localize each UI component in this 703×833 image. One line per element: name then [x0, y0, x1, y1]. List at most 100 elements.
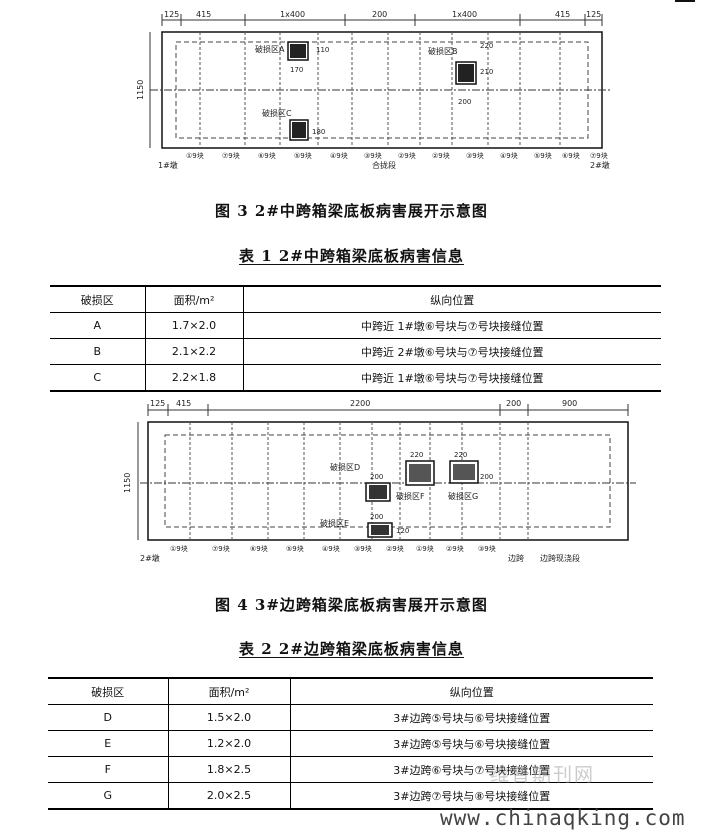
fig3-dim-5: 415: [555, 10, 570, 19]
fig4-dim-4: 900: [562, 399, 577, 408]
fig4-zone-dim-3: 200: [480, 473, 493, 481]
fig4-height: 1150: [123, 473, 132, 493]
fig3-seg-0: ①9块: [186, 151, 204, 160]
fig4-seg-8: ②9块: [446, 544, 464, 553]
fig3-seg-5: ③9块: [364, 151, 382, 160]
table1-header-zone: 破损区: [50, 285, 146, 313]
fig4-zone-e: 破损区E: [320, 518, 349, 528]
fig4-seg-9: ③9块: [478, 544, 496, 553]
table-row: G 2.0×2.5 3#边跨⑦号块与⑧号块接缝位置: [48, 782, 653, 810]
table2-header-zone: 破损区: [48, 677, 169, 705]
fig4-dim-2: 2200: [350, 399, 370, 408]
table1-cell: A: [50, 312, 146, 339]
table1-cell: B: [50, 338, 146, 365]
table2-cell: 3#边跨⑦号块与⑧号块接缝位置: [289, 782, 653, 810]
table-row: B 2.1×2.2 中跨近 2#墩⑥号块与⑦号块接缝位置: [50, 338, 661, 365]
table-row: C 2.2×1.8 中跨近 1#墩⑥号块与⑦号块接缝位置: [50, 364, 661, 392]
table2-cell: D: [48, 704, 169, 731]
fig3-dim-6: 125: [586, 10, 601, 19]
fig4-zone-f: 破损区F: [396, 491, 425, 501]
fig3-seg-12: ⑦9块: [590, 151, 608, 160]
table1-cell: 2.1×2.2: [144, 338, 244, 365]
figure3-drawing: 125 415 1x400 200 1x400 415 125 1150 破损区…: [136, 10, 612, 170]
table1-header-position: 纵向位置: [242, 285, 661, 313]
fig4-seg-4: ④9块: [322, 544, 340, 553]
table2-cell: 1.5×2.0: [167, 704, 291, 731]
fig3-zone-dim-2: 220: [480, 42, 493, 50]
fig3-height: 1150: [136, 80, 145, 100]
fig4-zone-dim-1: 220: [410, 451, 423, 459]
table-row: A 1.7×2.0 中跨近 1#墩⑥号块与⑦号块接缝位置: [50, 312, 661, 339]
fig4-dim-3: 200: [506, 399, 521, 408]
table2-cell: 3#边跨⑥号块与⑦号块接缝位置: [289, 756, 653, 783]
fig4-zone-dim-4: 200: [370, 513, 383, 521]
fig4-seg-6: ②9块: [386, 544, 404, 553]
fig3-zone-dim-5: 180: [312, 128, 325, 136]
table2-cell: 1.8×2.5: [167, 756, 291, 783]
fig4-dim-1: 415: [176, 399, 191, 408]
fig3-zone-dim-1: 170: [290, 66, 303, 74]
fig3-seg-7: ②9块: [432, 151, 450, 160]
table2-header-area: 面积/m²: [167, 677, 291, 705]
fig3-closure: 合拢段: [372, 160, 396, 170]
fig4-dim-0: 125: [150, 399, 165, 408]
table-row: E 1.2×2.0 3#边跨⑤号块与⑥号块接缝位置: [48, 730, 653, 757]
fig3-dim-2: 1x400: [280, 10, 305, 19]
fig3-seg-1: ⑦9块: [222, 151, 240, 160]
figure3-caption: 图 3 2#中跨箱梁底板病害展开示意图: [215, 202, 488, 220]
figure4-caption: 图 4 3#边跨箱梁底板病害展开示意图: [215, 596, 488, 614]
fig3-dim-3: 200: [372, 10, 387, 19]
fig3-zone-c: 破损区C: [262, 108, 292, 118]
fig4-zone-d: 破损区D: [330, 462, 360, 472]
fig3-dim-4: 1x400: [452, 10, 477, 19]
table1-cell: C: [50, 364, 146, 392]
table2-title: 表 2 2#边跨箱梁底板病害信息: [239, 640, 464, 658]
fig4-seg-5: ③9块: [354, 544, 372, 553]
fig3-zone-dim-0: 110: [316, 46, 329, 54]
table1-title: 表 1 2#中跨箱梁底板病害信息: [239, 247, 464, 265]
table2-cell: 3#边跨⑤号块与⑥号块接缝位置: [289, 704, 653, 731]
table1-cell: 2.2×1.8: [144, 364, 244, 392]
fig4-seg-7: ①9块: [416, 544, 434, 553]
table2-cell: 2.0×2.5: [167, 782, 291, 810]
fig4-zone-dim-0: 200: [370, 473, 383, 481]
fig3-seg-11: ⑥9块: [562, 151, 580, 160]
fig4-seg-0: ①9块: [170, 544, 188, 553]
table1-header-area: 面积/m²: [144, 285, 244, 313]
fig3-seg-4: ④9块: [330, 151, 348, 160]
table2: 破损区 面积/m² 纵向位置 D 1.5×2.0 3#边跨⑤号块与⑥号块接缝位置…: [48, 677, 653, 810]
fig4-closure-side: 边跨: [508, 553, 524, 563]
fig4-end-left: 2#墩: [140, 553, 160, 563]
fig4-seg-3: ⑤9块: [286, 544, 304, 553]
fig3-seg-3: ⑤9块: [294, 151, 312, 160]
fig4-seg-1: ⑦9块: [212, 544, 230, 553]
table2-cell: G: [48, 782, 169, 810]
table-row: F 1.8×2.5 3#边跨⑥号块与⑦号块接缝位置: [48, 756, 653, 783]
fig3-zone-dim-3: 210: [480, 68, 493, 76]
fig3-seg-8: ③9块: [466, 151, 484, 160]
fig3-dim-1: 415: [196, 10, 211, 19]
fig4-zone-dim-2: 220: [454, 451, 467, 459]
fig3-end-left: 1#墩: [158, 160, 178, 170]
fig3-seg-9: ④9块: [500, 151, 518, 160]
figure4-drawing: 125 415 2200 200 900 1150 破损区D 破损区E 破损区F…: [123, 399, 636, 563]
corner-mark: [675, 0, 695, 2]
fig4-segment-labels: ①9块 ⑦9块 ⑥9块 ⑤9块 ④9块 ③9块 ②9块 ①9块 ②9块 ③9块: [170, 544, 496, 553]
fig3-zone-a: 破损区A: [255, 44, 285, 54]
fig4-end-right: 边跨现浇段: [540, 553, 580, 563]
site-url[interactable]: www.chinaqking.com: [440, 806, 686, 830]
table1-cell: 中跨近 1#墩⑥号块与⑦号块接缝位置: [242, 364, 661, 392]
fig4-seg-2: ⑥9块: [250, 544, 268, 553]
table2-cell: 3#边跨⑤号块与⑥号块接缝位置: [289, 730, 653, 757]
table1-cell: 中跨近 1#墩⑥号块与⑦号块接缝位置: [242, 312, 661, 339]
table2-cell: F: [48, 756, 169, 783]
table-row: D 1.5×2.0 3#边跨⑤号块与⑥号块接缝位置: [48, 704, 653, 731]
fig4-zone-g: 破损区G: [448, 491, 478, 501]
fig3-seg-10: ⑤9块: [534, 151, 552, 160]
watermark: 维普期刊网: [490, 764, 596, 786]
fig3-seg-2: ⑥9块: [258, 151, 276, 160]
fig3-zone-b: 破损区B: [428, 46, 458, 56]
fig3-dim-0: 125: [164, 10, 179, 19]
table2-header-position: 纵向位置: [289, 677, 653, 705]
table1: 破损区 面积/m² 纵向位置 A 1.7×2.0 中跨近 1#墩⑥号块与⑦号块接…: [50, 285, 661, 392]
